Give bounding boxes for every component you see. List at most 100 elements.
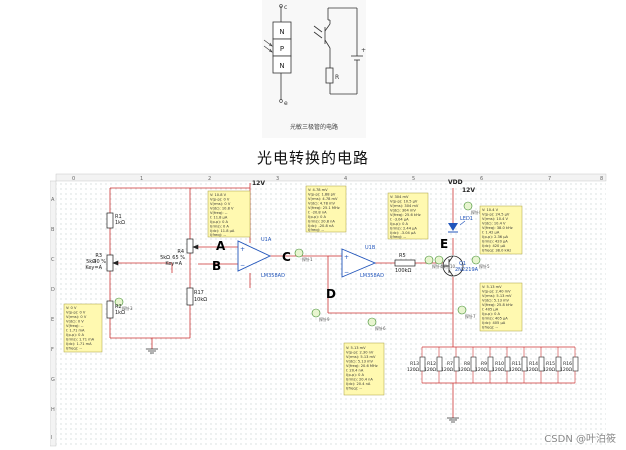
ruler-number: 3 — [276, 176, 279, 182]
probe-readout-5: V: 0 V V(p-p): 0 V V(rms): 0 V V(dc): 0 … — [63, 303, 103, 353]
ruler-letter: C — [51, 257, 55, 263]
probe-label: 探针7 — [465, 313, 476, 319]
resistor-bank-labels: R13 R12 R7 R8 R9 R10 R11 R14 R15 R16 120… — [407, 361, 573, 373]
svg-text:V: 5.13 mV V(p-p): 2.30: V: 5.13 mV V(p-p): 2.30 nV V(rms): 5.13 … — [346, 346, 379, 391]
r17-value: 10kΩ — [194, 297, 207, 303]
probe-readout-2: V: 4.78 mV V(p-p): 1.88 pV V(rms): 4.78 … — [305, 185, 347, 233]
ruler-letter: H — [51, 407, 55, 413]
light-arrows-icon — [263, 39, 273, 53]
bank-resistor-name: R13 — [410, 361, 419, 367]
resistor-r1 — [106, 212, 114, 229]
ruler-number: 4 — [344, 176, 347, 182]
led-name: LED1 — [460, 216, 473, 222]
marker-d: D — [326, 287, 336, 301]
svg-text:+: + — [344, 254, 349, 261]
ruler-number: 0 — [72, 176, 75, 182]
u1b-name: U1B — [365, 245, 376, 251]
opamp-u1b: + − — [341, 248, 377, 278]
probe-label: 探针5 — [479, 263, 490, 269]
probe-label: 探针1 — [302, 256, 313, 262]
ruler-number: 2 — [208, 176, 211, 182]
terminal-e-label: e — [284, 100, 288, 107]
r5-name: R5 — [399, 253, 406, 259]
resistor-r2 — [106, 300, 114, 319]
svg-text:V: 10.8 V V(p-p): 0 V: V: 10.8 V V(p-p): 0 V V(rms): 0 V V(dc):… — [210, 193, 236, 237]
ruler-number: 6 — [480, 176, 483, 182]
q1-part: 2N2219A — [455, 267, 479, 273]
probe-label: 探针9 — [319, 316, 330, 322]
bank-resistor-value: 120Ω — [492, 367, 505, 373]
r4-key: Key=A — [165, 261, 182, 267]
svg-text:−: − — [240, 262, 245, 269]
r2-name: R2 — [115, 304, 122, 310]
bank-resistor-name: R11 — [512, 361, 521, 367]
u1a-part: LM358AD — [261, 273, 285, 279]
probe-label: 探针4 — [432, 263, 443, 269]
r3-percent: 40 % — [93, 259, 106, 265]
ruler-letter: A — [51, 197, 55, 203]
ruler-letter: F — [51, 347, 54, 353]
r1-value: 1kΩ — [115, 220, 125, 226]
marker-c: C — [282, 250, 291, 264]
svg-text:+: + — [240, 246, 245, 253]
wiper-arrows-icon — [112, 244, 199, 266]
supply-vdd: VDD — [448, 179, 463, 186]
wires — [109, 183, 575, 418]
ruler-top: 0 1 2 3 4 5 6 7 8 — [55, 173, 607, 182]
probe-readout-4: V: 10.4 V V(p-p): 24.5 μV V(rms): 10.4 V… — [479, 205, 523, 255]
resistor-r-label: R — [335, 74, 339, 81]
bank-resistor-name: R12 — [427, 361, 436, 367]
terminal-c-label: c — [284, 4, 287, 11]
q1-name: Q1 — [459, 261, 466, 267]
probe-label: 探针3 — [122, 305, 133, 311]
ruler-letter: I — [51, 435, 52, 441]
bank-resistor-value: 120Ω — [509, 367, 522, 373]
bank-resistor-value: 120Ω — [475, 367, 488, 373]
marker-e: E — [440, 237, 448, 251]
r17-name: R17 — [194, 290, 204, 296]
svg-text:V: 0 V V(p-p): 0 V: V: 0 V V(p-p): 0 V V(rms): 0 V V(dc): 0 … — [66, 306, 95, 351]
top-figure-caption: 光敏三极管的电路 — [289, 124, 338, 131]
circuit-schematic: 0 1 2 3 4 5 6 7 8 A B C D E F G H I — [50, 173, 610, 450]
ground-icon — [146, 348, 459, 423]
u1b-part: LM358AD — [360, 273, 384, 279]
led1 — [448, 220, 466, 233]
bank-resistor-value: 120Ω — [458, 367, 471, 373]
transistor-q1 — [442, 255, 464, 277]
bank-resistor-name: R14 — [529, 361, 538, 367]
layer-n-bottom: N — [279, 62, 284, 70]
ruler-number: 7 — [548, 176, 551, 182]
bank-resistor-value: 120Ω — [526, 367, 539, 373]
bank-resistor-value: 120Ω — [441, 367, 454, 373]
resistor-r17 — [186, 287, 194, 306]
phototransistor-circuit — [313, 7, 363, 95]
r1-name: R1 — [115, 214, 122, 220]
resistor-bank — [419, 356, 579, 372]
resistor-r3 — [106, 254, 114, 272]
bank-resistor-value: 120Ω — [407, 367, 420, 373]
probe-readout-6: V: 5.13 mV V(p-p): 2.30 nV V(rms): 5.13 … — [343, 342, 385, 396]
svg-text:V: 304 mV V(p-p): 10.5 μ: V: 304 mV V(p-p): 10.5 μV V(rms): 304 mV… — [390, 195, 422, 239]
layer-n-top: N — [279, 28, 284, 36]
probe-readout-1: V: 10.8 V V(p-p): 0 V V(rms): 0 V V(dc):… — [207, 190, 251, 238]
svg-text:−: − — [344, 269, 349, 276]
probe-label: 探针10 — [442, 263, 456, 269]
svg-text:V: 5.13 mV V(p-p): 2.40: V: 5.13 mV V(p-p): 2.40 mV V(rms): 5.13 … — [482, 285, 514, 330]
opamp-u1a: + − — [237, 240, 272, 272]
bank-resistor-value: 120Ω — [543, 367, 556, 373]
ruler-letter: G — [51, 377, 55, 383]
marker-a: A — [216, 239, 226, 253]
marker-b: B — [212, 259, 221, 273]
ruler-left: A B C D E F G H I — [50, 180, 57, 447]
bank-resistor-name: R8 — [464, 361, 470, 367]
supply-12v-right: 12V — [462, 187, 475, 194]
r2-value: 1kΩ — [115, 310, 125, 316]
resistor-bank-legs — [421, 347, 576, 383]
svg-text:V: 4.78 mV V(p-p): 1.88: V: 4.78 mV V(p-p): 1.88 pV V(rms): 4.78 … — [308, 188, 341, 232]
r3-name: R3 — [95, 253, 102, 259]
resistor-symbols — [106, 212, 416, 319]
bank-resistor-value: 120Ω — [424, 367, 437, 373]
layer-p: P — [280, 45, 284, 53]
bank-resistor-name: R10 — [495, 361, 504, 367]
battery-plus-icon: + — [361, 47, 366, 54]
